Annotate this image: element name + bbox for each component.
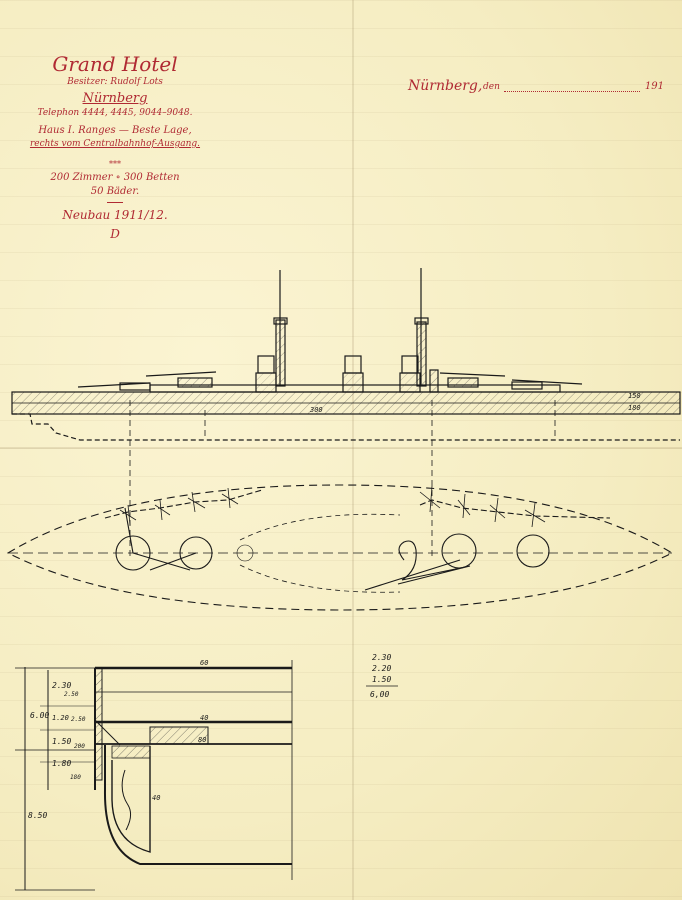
phone-line: Telephon 4444, 4445, 9044–9048. bbox=[37, 108, 193, 118]
fold-crease-vertical bbox=[352, 0, 354, 900]
ornament-stars: ⁎⁎⁎ bbox=[109, 157, 121, 166]
built-line: Neubau 1911/12. bbox=[62, 208, 168, 222]
funnel bbox=[255, 372, 277, 393]
fore-mast bbox=[273, 270, 288, 387]
armor-cross-section bbox=[15, 660, 293, 891]
divider bbox=[107, 202, 123, 203]
baths-line: 50 Bäder. bbox=[90, 186, 140, 197]
dim-label: 180 bbox=[70, 774, 81, 781]
ship-side-profile bbox=[11, 268, 681, 560]
dateline-den: den bbox=[483, 82, 500, 92]
profile-label: 300 bbox=[309, 406, 323, 414]
fore-turrets bbox=[77, 371, 217, 391]
dateline-year: 191 bbox=[644, 81, 664, 92]
sum-line: 2.30 bbox=[372, 653, 391, 662]
dim-label: 40 bbox=[200, 714, 208, 722]
dim-label: 2.50 bbox=[71, 716, 86, 723]
handwritten-sum: 2.30 2.20 1.50 6,00 bbox=[366, 653, 398, 699]
turret-circle bbox=[441, 533, 477, 569]
dateline-blank bbox=[504, 91, 640, 92]
ship-plan-view bbox=[6, 484, 674, 611]
turret-circle bbox=[179, 536, 213, 570]
dim-label: 2.30 bbox=[52, 681, 71, 690]
owner-line: Besitzer: Rudolf Lots bbox=[67, 77, 163, 87]
dim-label: 1.20 bbox=[52, 714, 69, 722]
fold-crease-horizontal bbox=[0, 447, 682, 449]
main-mast bbox=[414, 268, 439, 393]
hotel-name: Grand Hotel bbox=[52, 52, 178, 76]
turret-circle bbox=[516, 534, 550, 568]
profile-label: 180 bbox=[628, 404, 641, 412]
funnel bbox=[342, 372, 364, 393]
dim-label: 2.50 bbox=[64, 691, 79, 698]
dim-label: 8.50 bbox=[28, 811, 47, 820]
deck-outline bbox=[6, 484, 674, 611]
dim-label: 60 bbox=[200, 659, 208, 667]
waterline bbox=[12, 413, 680, 441]
dateline: Nürnberg, den 191 bbox=[408, 78, 664, 98]
monogram: D bbox=[110, 227, 120, 241]
rank-line: Haus I. Ranges — Beste Lage, bbox=[38, 125, 192, 136]
hotel-city: Nürnberg bbox=[82, 91, 148, 106]
dim-label: 1.50 bbox=[52, 737, 71, 746]
dateline-city: Nürnberg, bbox=[408, 78, 483, 94]
hotel-letterhead: Grand Hotel Besitzer: Rudolf Lots Nürnbe… bbox=[20, 52, 210, 242]
dim-label: 200 bbox=[74, 743, 85, 750]
dim-label: 40 bbox=[152, 794, 160, 802]
aft-turrets bbox=[439, 372, 583, 390]
aft-turret-sketch bbox=[397, 540, 471, 585]
dim-label: 1.80 bbox=[52, 759, 71, 768]
sum-line: 1.50 bbox=[372, 675, 391, 684]
dim-label: 6.00 bbox=[30, 711, 49, 720]
dim-label: 80 bbox=[198, 736, 206, 744]
rooms-line: 200 Zimmer ∘ 300 Betten bbox=[50, 172, 180, 183]
location-line: rechts vom Centralbahnhof-Ausgang. bbox=[29, 139, 201, 149]
turret-circle bbox=[115, 535, 151, 571]
profile-label: 150 bbox=[628, 392, 641, 400]
sum-line: 2.20 bbox=[372, 664, 391, 673]
sum-total: 6,00 bbox=[370, 690, 389, 699]
